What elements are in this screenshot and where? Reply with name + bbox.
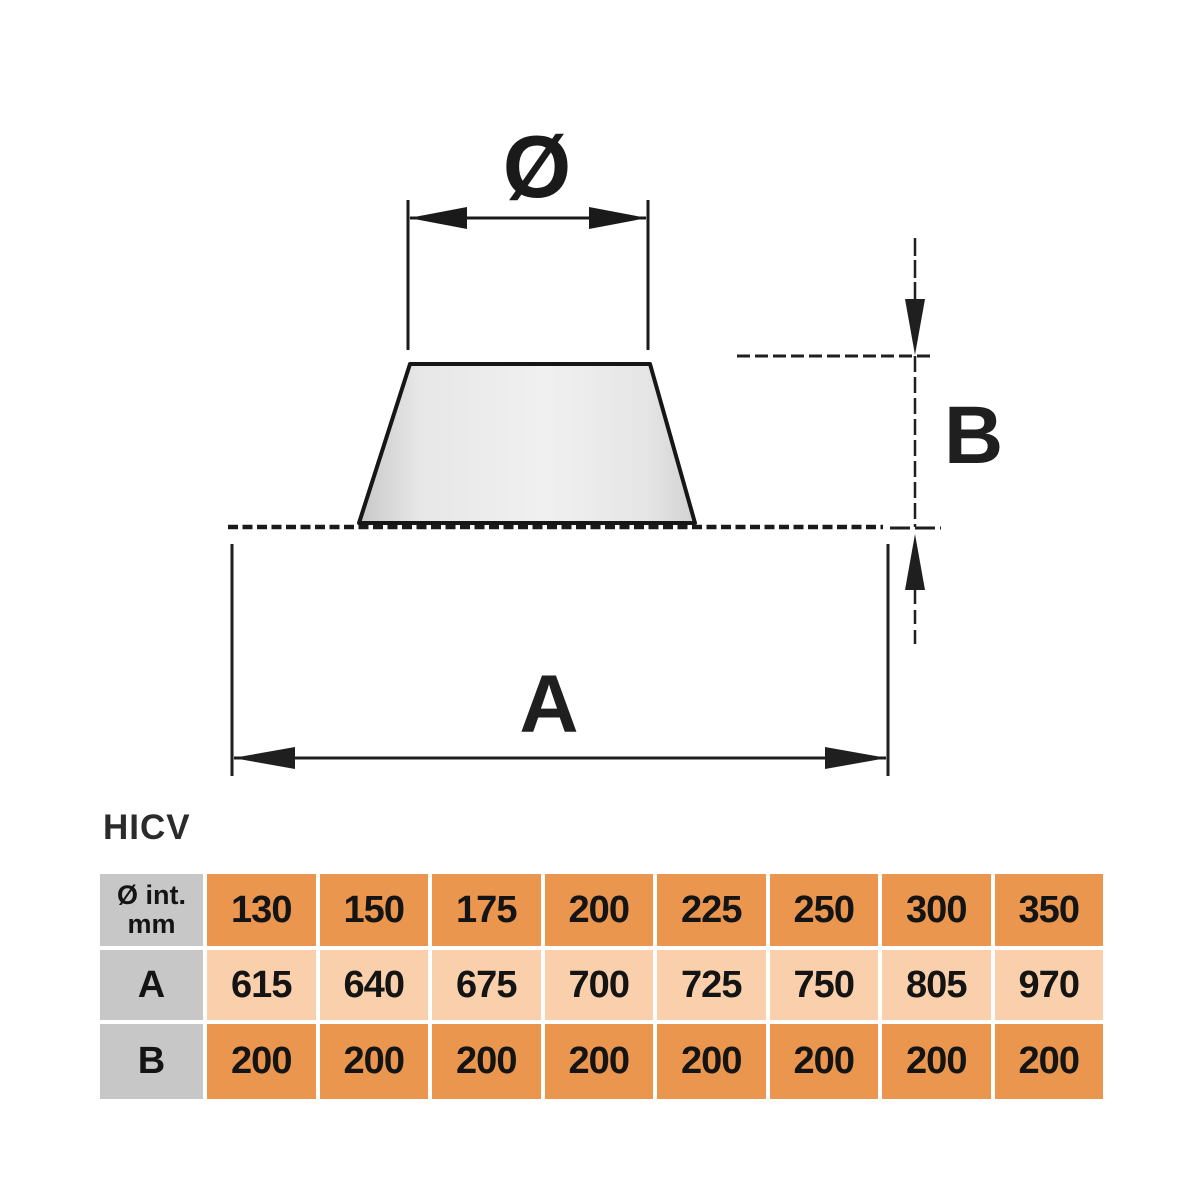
table-header-cell: 175 bbox=[432, 874, 541, 946]
table-cell: 200 bbox=[432, 1024, 541, 1099]
table-cell: 200 bbox=[994, 1024, 1103, 1099]
table-header-cell: 130 bbox=[207, 874, 316, 946]
table-cell: 200 bbox=[657, 1024, 766, 1099]
table-cell: 970 bbox=[994, 950, 1103, 1020]
table-header-cell: 350 bbox=[994, 874, 1103, 946]
table-cell: 805 bbox=[882, 950, 991, 1020]
width-label: A bbox=[519, 659, 578, 750]
table-cell: 200 bbox=[882, 1024, 991, 1099]
corner-line2: mm bbox=[127, 909, 176, 939]
arrowhead-down-icon bbox=[905, 299, 925, 355]
cone-shape bbox=[357, 362, 697, 525]
table-header-cell: 250 bbox=[769, 874, 878, 946]
table-header-cell: 300 bbox=[882, 874, 991, 946]
table-cell: 200 bbox=[207, 1024, 316, 1099]
arrowhead-right-icon bbox=[589, 207, 647, 229]
table-header-cell: 200 bbox=[544, 874, 653, 946]
series-title: HICV bbox=[103, 808, 191, 847]
table-cell: 200 bbox=[769, 1024, 878, 1099]
table-cell: 700 bbox=[544, 950, 653, 1020]
height-dimension: B bbox=[737, 238, 1003, 645]
diameter-dimension: Ø bbox=[406, 117, 650, 350]
row-label-cell: B bbox=[100, 1024, 203, 1099]
height-label: B bbox=[944, 390, 1003, 481]
spec-table: Ø int. mm 130 150 175 200 225 250 300 35… bbox=[100, 874, 1103, 1099]
table-cell: 750 bbox=[769, 950, 878, 1020]
table-header-cell: 150 bbox=[319, 874, 428, 946]
arrowhead-left-icon bbox=[409, 207, 467, 229]
table-cell: 615 bbox=[207, 950, 316, 1020]
arrowhead-up-icon bbox=[905, 534, 925, 590]
table-header-cell: 225 bbox=[657, 874, 766, 946]
corner-cell: Ø int. mm bbox=[100, 874, 203, 946]
technical-drawing: Ø B A bbox=[228, 117, 1003, 776]
arrowhead-left-icon bbox=[233, 747, 295, 769]
width-dimension: A bbox=[230, 544, 890, 776]
table-cell: 200 bbox=[319, 1024, 428, 1099]
table-cell: 725 bbox=[657, 950, 766, 1020]
arrowhead-right-icon bbox=[825, 747, 887, 769]
table-cell: 640 bbox=[319, 950, 428, 1020]
corner-line1: Ø int. bbox=[117, 879, 186, 910]
table-cell: 675 bbox=[432, 950, 541, 1020]
diameter-label: Ø bbox=[503, 117, 571, 216]
row-label-cell: A bbox=[100, 950, 203, 1020]
table-cell: 200 bbox=[544, 1024, 653, 1099]
